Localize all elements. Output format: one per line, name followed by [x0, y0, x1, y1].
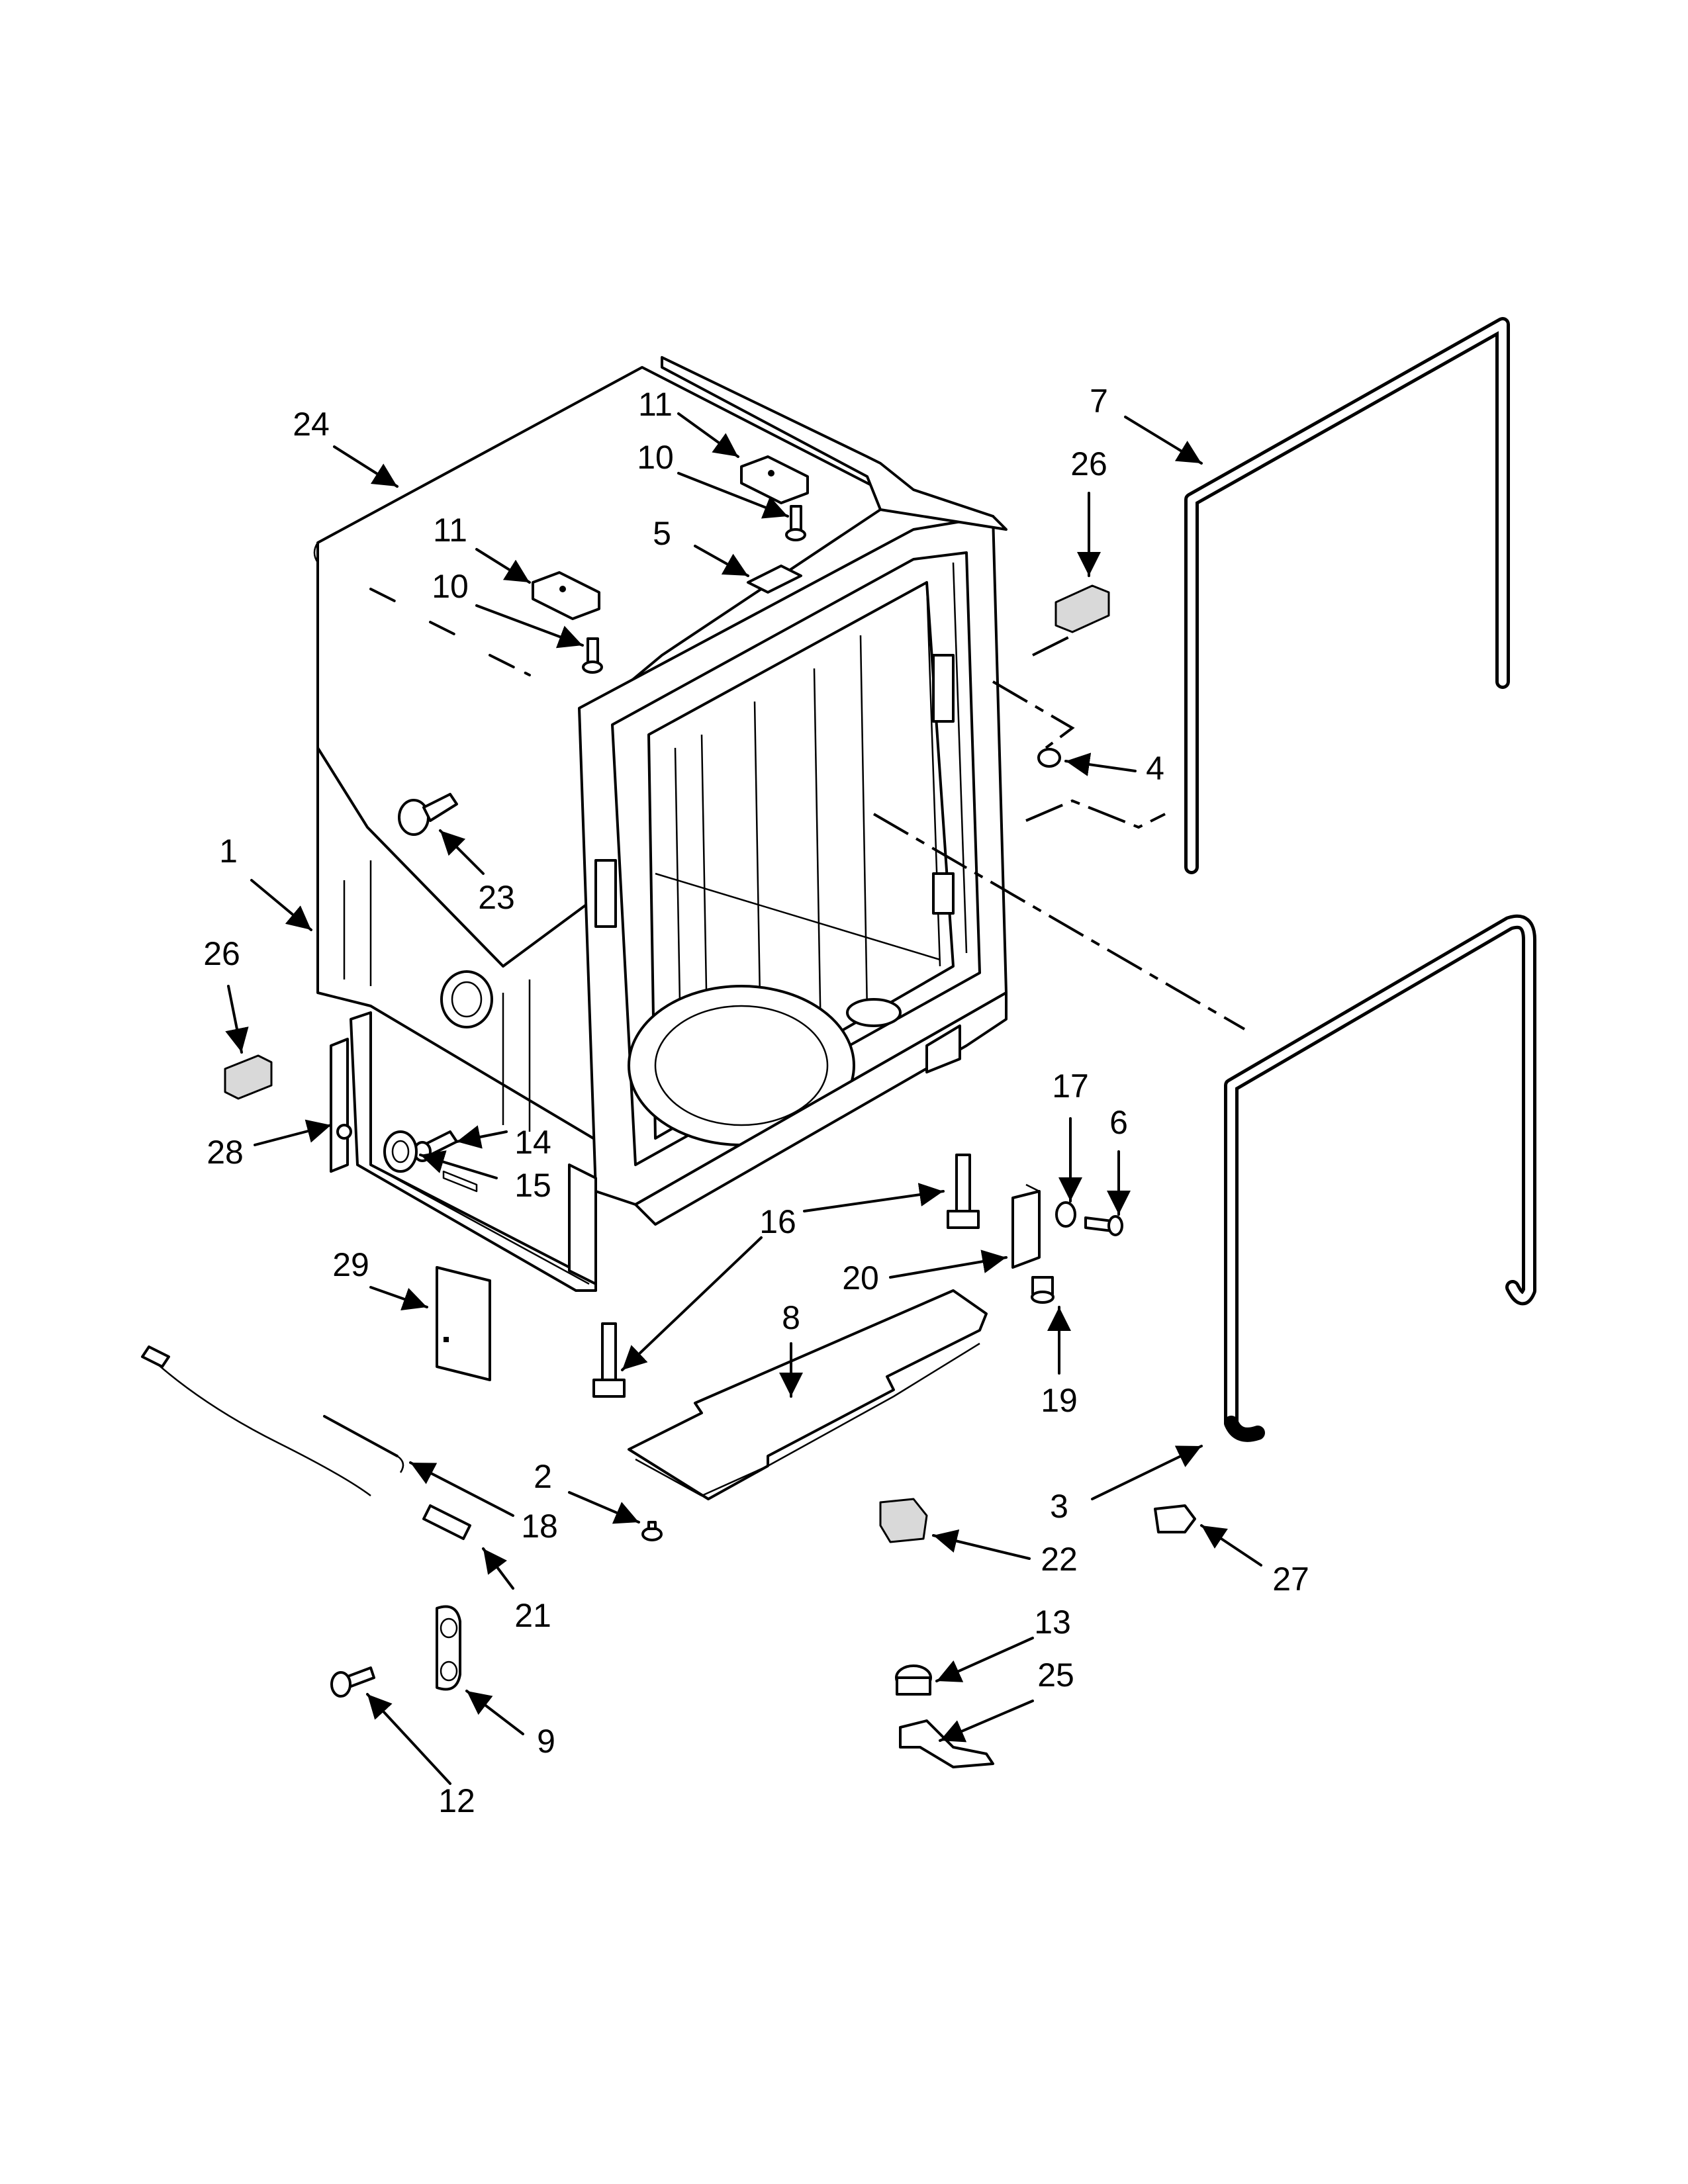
callout-23: 23 — [478, 879, 515, 916]
callout-11b: 11 — [433, 512, 467, 549]
tub-clip — [747, 565, 802, 594]
screw-left — [582, 637, 603, 674]
callout-21: 21 — [514, 1597, 551, 1634]
push-pin — [641, 1521, 663, 1541]
hinge-bracket-left — [532, 571, 600, 620]
door-spring — [141, 1345, 404, 1497]
clip-27 — [1154, 1504, 1196, 1533]
callout-26a: 26 — [1070, 445, 1107, 482]
tub-assembly — [313, 356, 1008, 1292]
callout-16b: 16 — [759, 1203, 796, 1240]
cap-plug — [1037, 748, 1061, 768]
pulley — [383, 1130, 418, 1173]
callout-20: 20 — [842, 1259, 879, 1297]
callout-26b: 26 — [203, 935, 240, 972]
top-door-gasket — [1184, 317, 1510, 874]
callout-13: 13 — [1034, 1604, 1071, 1641]
callout-labels: 1 2 3 4 5 6 7 8 9 10 10 11 11 12 13 14 1… — [203, 383, 1309, 1819]
leveling-leg-right — [947, 1154, 980, 1229]
cable-end — [422, 1504, 471, 1540]
leader-arrows — [225, 412, 1262, 1785]
callout-24: 24 — [293, 406, 330, 443]
callout-2: 2 — [534, 1458, 552, 1495]
callout-15: 15 — [514, 1167, 551, 1204]
tub-base — [634, 991, 1008, 1226]
callout-12: 12 — [438, 1782, 475, 1819]
bumper-left — [224, 1054, 273, 1100]
screw-upper — [785, 505, 806, 541]
gasket-end — [1224, 1416, 1265, 1442]
hinge-bracket-upper — [740, 455, 809, 504]
label-card — [436, 1266, 491, 1381]
callout-14: 14 — [514, 1124, 551, 1161]
callout-7: 7 — [1090, 383, 1108, 420]
callout-1: 1 — [219, 833, 238, 870]
bumper-top — [1055, 584, 1110, 633]
hinge-pivot — [330, 1038, 352, 1173]
bracket-20 — [1011, 1183, 1041, 1269]
callout-4: 4 — [1146, 750, 1164, 787]
leveling-leg-left — [592, 1322, 626, 1398]
callout-10a: 10 — [637, 439, 674, 476]
door-link — [436, 1605, 461, 1691]
bottom-door-gasket — [1224, 914, 1536, 1430]
callout-18: 18 — [521, 1508, 558, 1545]
callout-3: 3 — [1050, 1488, 1068, 1525]
leader-dash-c — [1025, 799, 1166, 829]
tub-top — [661, 356, 1008, 531]
bottom-panel — [628, 1289, 988, 1500]
callout-5: 5 — [653, 515, 671, 552]
washer-17 — [1055, 1201, 1076, 1228]
switch-bracket — [899, 1719, 994, 1768]
screw-14 — [413, 1130, 458, 1162]
callout-17: 17 — [1052, 1068, 1089, 1105]
callout-28: 28 — [207, 1134, 244, 1171]
callout-22: 22 — [1041, 1541, 1078, 1578]
leader-dash-a — [1032, 634, 1073, 657]
callout-19: 19 — [1041, 1382, 1078, 1419]
float-switch — [895, 1664, 932, 1696]
screw-6 — [1084, 1215, 1123, 1236]
callout-27: 27 — [1272, 1561, 1309, 1598]
hinge-screw — [330, 1666, 375, 1698]
callout-25: 25 — [1037, 1657, 1074, 1694]
callout-11a: 11 — [638, 386, 673, 423]
callout-6: 6 — [1109, 1104, 1128, 1141]
callout-10b: 10 — [432, 568, 469, 605]
screw-19 — [1031, 1276, 1055, 1304]
leader-gasket — [872, 813, 1246, 1030]
plug-button — [398, 793, 458, 836]
callout-9: 9 — [537, 1723, 555, 1760]
connector — [879, 1498, 928, 1543]
leader-dash-b — [992, 680, 1075, 749]
callout-29: 29 — [332, 1246, 369, 1283]
callout-8: 8 — [782, 1299, 800, 1336]
